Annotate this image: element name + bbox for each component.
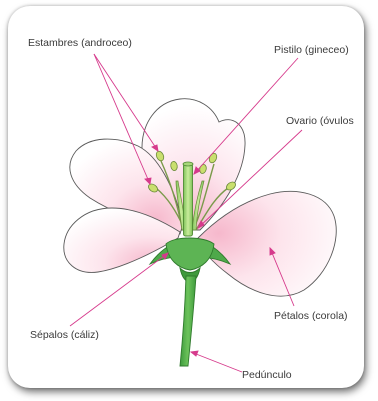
label-sepals: Sépalos (cáliz): [30, 330, 99, 341]
label-petals: Pétalos (corola): [274, 311, 348, 322]
label-pistil: Pistilo (gineceo): [274, 45, 349, 56]
diagram-frame: Estambres (androceo) Pistilo (gineceo) O…: [8, 6, 364, 388]
label-peduncle: Pedúnculo: [242, 370, 292, 381]
receptacle: [166, 238, 214, 270]
label-stamens: Estambres (androceo): [28, 38, 132, 49]
pistil: [183, 162, 193, 236]
label-ovary: Ovario (óvulos: [286, 116, 354, 127]
